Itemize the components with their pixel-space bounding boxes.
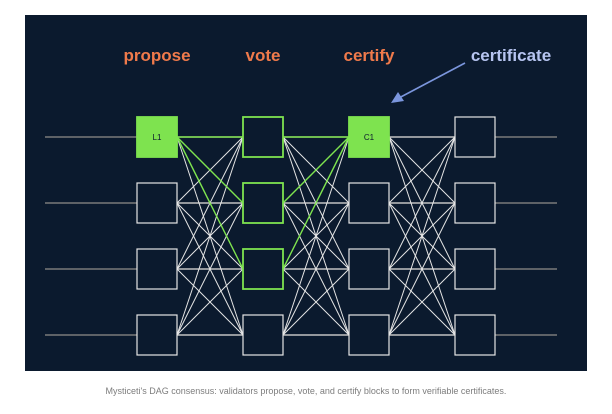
label-certify: certify [343,46,395,65]
dag-block [242,116,284,158]
validator-rails [45,136,557,336]
dag-edge [282,268,350,336]
dag-edge [282,202,350,336]
dag-edge [388,136,456,270]
dag-block [242,182,284,224]
dag-edge [388,202,456,336]
dag-edge [176,136,244,336]
certificate-arrow [391,62,466,103]
label-propose: propose [123,46,190,65]
dag-block [454,182,496,224]
certificate-block-label: C1 [364,133,375,142]
label-vote: vote [246,46,281,65]
certificate-block [348,116,390,158]
dag-edge [282,136,350,336]
dag-block [136,314,178,356]
dag-block [348,248,390,290]
dag-edge [388,136,456,336]
highlighted-edge [176,136,244,270]
dag-blocks: L1 C1 [136,116,496,356]
dag-edge [176,268,244,336]
dag-block [136,182,178,224]
dag-block [242,314,284,356]
dag-block [242,248,284,290]
dag-edge [388,136,456,204]
dag-svg: L1 C1 propose vote certify certificate [45,46,557,356]
highlighted-edge [282,136,350,270]
dag-edges [176,136,456,336]
dag-edge [388,268,456,336]
figure-caption: Mysticeti's DAG consensus: validators pr… [105,386,507,396]
leader-block [136,116,178,158]
dag-block [348,182,390,224]
highlighted-edge [176,136,244,204]
dag-edge [176,202,244,336]
dag-block [454,248,496,290]
highlighted-edge [282,136,350,204]
dag-block [136,248,178,290]
dag-diagram: L1 C1 propose vote certify certificate [25,15,587,371]
dag-block [348,314,390,356]
label-certificate: certificate [471,46,551,65]
leader-block-label: L1 [153,133,162,142]
dag-block [454,116,496,158]
dag-block [454,314,496,356]
dag-edges-highlighted [176,136,350,270]
